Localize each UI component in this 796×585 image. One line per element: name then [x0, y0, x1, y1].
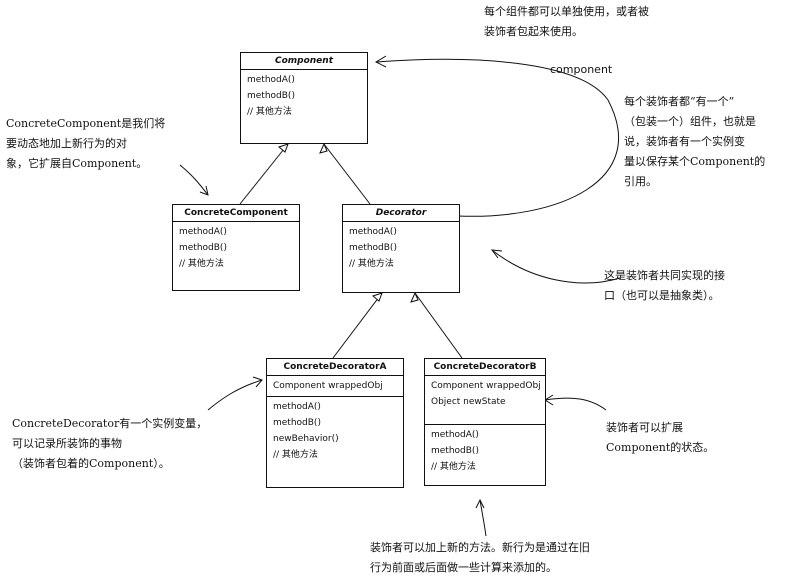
note-arrow-new-methods: [479, 499, 487, 537]
inherit-arrow-decorator-b: [410, 291, 419, 303]
note-line: 可以记录所装饰的事物: [12, 437, 122, 450]
inherit-line-decorator: [323, 143, 371, 205]
note-concrete-decorator: ConcreteDecorator有一个实例变量， 可以记录所装饰的事物 （装饰…: [12, 414, 207, 474]
note-arrow-concrete-component: [179, 164, 209, 196]
association-arrowhead: [374, 55, 387, 68]
note-line: 装饰者可以扩展: [606, 421, 683, 434]
class-decorator-name: Decorator: [343, 205, 459, 222]
class-member: methodB(): [431, 446, 479, 456]
class-component-name: Component: [241, 53, 367, 70]
note-line: （包装一个）组件，也就是: [624, 115, 756, 128]
note-line: ConcreteComponent是我们将: [6, 117, 166, 130]
inherit-arrow-concrete-component: [277, 143, 289, 153]
note-line: ConcreteDecorator有一个实例变量，: [12, 417, 208, 430]
note-arrow-extend-state: [544, 397, 607, 411]
class-member: // 其他方法: [349, 259, 394, 269]
class-decorator: Decorator methodA() methodB() // 其他方法: [342, 204, 460, 293]
note-line: 引用。: [624, 175, 657, 188]
note-line: 量以保存某个Component的: [624, 155, 766, 168]
note-line: 每个装饰者都“有一个”: [624, 95, 735, 108]
class-concrete-component-name: ConcreteComponent: [173, 205, 299, 222]
note-top: 每个组件都可以单独使用，或者被 装饰者包起来使用。: [484, 2, 649, 42]
inherit-line-concrete-decorator-b: [414, 292, 463, 359]
note-line: 说，装饰者有一个实例变: [624, 135, 745, 148]
class-member: methodA(): [273, 402, 321, 412]
class-component: Component methodA() methodB() // 其他方法: [240, 52, 368, 144]
note-arrow-concrete-decorator: [207, 379, 263, 411]
note-concrete-component: ConcreteComponent是我们将 要动态地加上新行为的对 象，它扩展自…: [6, 114, 165, 174]
note-arrow-new-methods-head: [475, 498, 485, 509]
note-extend-state: 装饰者可以扩展 Component的状态。: [606, 418, 714, 458]
note-arrow-interface-head: [490, 249, 503, 259]
class-member: // 其他方法: [179, 259, 224, 269]
class-member: methodB(): [247, 91, 295, 101]
class-member: // 其他方法: [273, 450, 318, 460]
class-concrete-component-methods: methodA() methodB() // 其他方法: [173, 222, 299, 274]
inherit-arrow-concrete-decorator-a: [371, 292, 383, 302]
association-label: component: [550, 63, 613, 76]
note-line: 装饰者可以加上新的方法。新行为是通过在旧: [370, 541, 590, 554]
class-field: Object newState: [431, 397, 506, 407]
class-member: // 其他方法: [247, 107, 292, 117]
note-line: 口（也可以是抽象类）。: [604, 289, 720, 302]
class-field: Component wrappedObj: [431, 381, 541, 391]
class-member: newBehavior(): [273, 434, 339, 444]
class-concrete-decorator-a-fields: Component wrappedObj: [267, 376, 403, 396]
class-member: methodA(): [179, 227, 227, 237]
class-component-methods: methodA() methodB() // 其他方法: [241, 70, 367, 122]
note-line: 每个组件都可以单独使用，或者被: [484, 5, 649, 18]
association-curve: [375, 58, 620, 217]
class-concrete-decorator-a-methods: methodA() methodB() newBehavior() // 其他方…: [267, 396, 403, 465]
class-concrete-component: ConcreteComponent methodA() methodB() //…: [172, 204, 300, 291]
class-concrete-decorator-b-fields: Component wrappedObj Object newState: [425, 376, 545, 424]
class-member: // 其他方法: [431, 462, 476, 472]
class-concrete-decorator-a: ConcreteDecoratorA Component wrappedObj …: [266, 358, 404, 488]
note-arrow-concrete-component-head: [199, 185, 209, 196]
inherit-arrow-decorator: [319, 142, 328, 154]
class-concrete-decorator-a-name: ConcreteDecoratorA: [267, 359, 403, 376]
class-decorator-methods: methodA() methodB() // 其他方法: [343, 222, 459, 274]
note-has-a: 每个装饰者都“有一个” （包装一个）组件，也就是 说，装饰者有一个实例变 量以保…: [624, 92, 765, 192]
note-line: 装饰者包起来使用。: [484, 25, 583, 38]
class-member: methodB(): [179, 243, 227, 253]
class-member: methodA(): [247, 75, 295, 85]
note-new-methods: 装饰者可以加上新的方法。新行为是通过在旧 行为前面或后面做一些计算来添加的。: [370, 538, 590, 578]
note-line: （装饰者包着的Component）。: [12, 457, 170, 470]
class-member: methodA(): [349, 227, 397, 237]
class-concrete-decorator-b-methods: methodA() methodB() // 其他方法: [425, 424, 545, 477]
class-member: methodB(): [349, 243, 397, 253]
note-line: 行为前面或后面做一些计算来添加的。: [370, 561, 557, 574]
note-line: Component的状态。: [606, 441, 715, 454]
note-line: 象，它扩展自Component。: [6, 157, 148, 170]
class-member: methodA(): [431, 430, 479, 440]
note-line: 要动态地加上新行为的对: [6, 137, 127, 150]
class-member: methodB(): [273, 418, 321, 428]
note-arrow-concrete-decorator-head: [252, 376, 263, 388]
inherit-line-concrete-component: [239, 143, 289, 205]
note-arrow-interface: [491, 249, 621, 284]
inherit-line-concrete-decorator-a: [332, 292, 383, 359]
class-concrete-decorator-b-name: ConcreteDecoratorB: [425, 359, 545, 376]
note-line: 这是装饰者共同实现的接: [604, 269, 725, 282]
class-concrete-decorator-b: ConcreteDecoratorB Component wrappedObj …: [424, 358, 546, 486]
note-interface: 这是装饰者共同实现的接 口（也可以是抽象类）。: [604, 266, 725, 306]
class-field: Component wrappedObj: [273, 381, 383, 391]
